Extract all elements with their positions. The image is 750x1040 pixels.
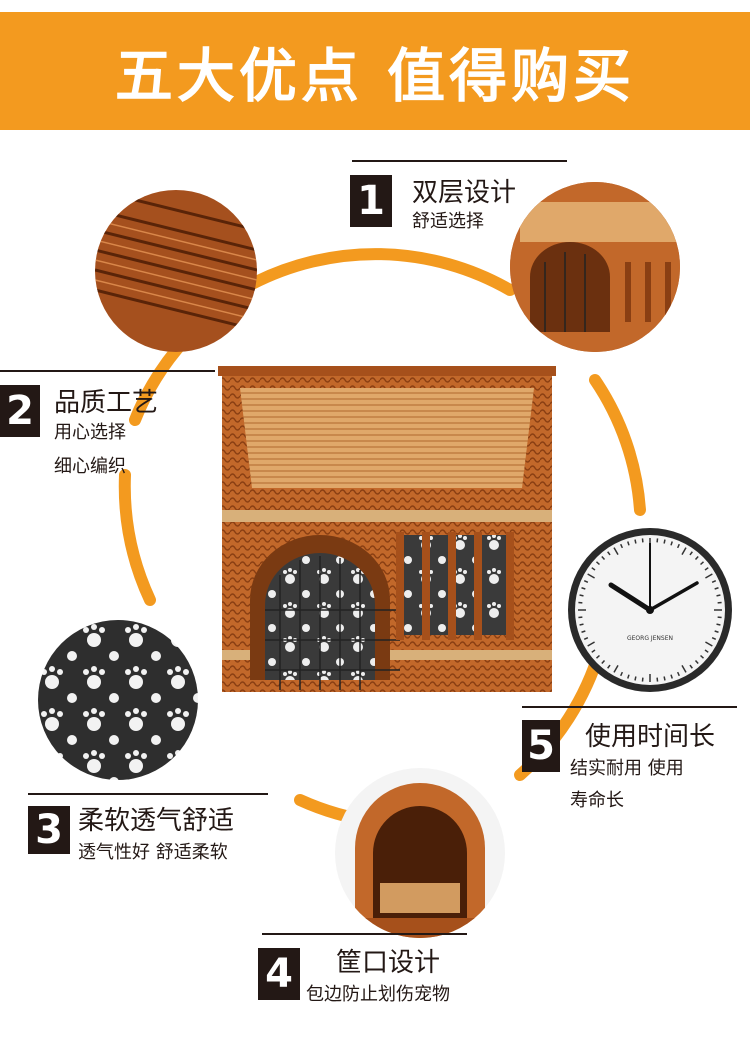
clock-tick — [705, 573, 713, 579]
basket-opening-image — [335, 768, 505, 938]
feature-2-number: 2 — [0, 385, 40, 437]
clock-tick — [711, 636, 717, 640]
feature-4-desc: 包边防止划伤宠物 — [306, 984, 450, 1005]
clock-tick — [716, 623, 721, 626]
clock-brand-label: GEORG JENSEN — [627, 635, 673, 642]
clock-tick — [705, 641, 713, 647]
clock-tick — [676, 671, 680, 677]
clock-tick — [607, 551, 611, 556]
clock-tick — [700, 654, 705, 659]
clock-tick — [583, 580, 589, 584]
feature-4-title: 筐口设计 — [336, 948, 441, 978]
clock-tick — [681, 665, 687, 673]
clock-tick — [595, 654, 600, 659]
feature-1-desc: 舒适选择 — [412, 211, 484, 232]
clock-tick — [711, 580, 717, 584]
clock-tick — [581, 587, 586, 590]
clock-tick — [670, 541, 673, 546]
clock-tick — [587, 641, 595, 647]
feature-4-rule — [262, 933, 467, 935]
feature-5-number: 5 — [522, 720, 560, 772]
feature-1-number: 1 — [350, 175, 392, 227]
clock-tick — [714, 587, 719, 590]
clock-tick — [704, 567, 709, 571]
clock-tick — [583, 636, 589, 640]
paw-print-cushion-image — [38, 620, 198, 780]
feature-2-title: 品质工艺 — [54, 388, 159, 418]
feature-5-desc-line-2: 寿命长 — [570, 790, 624, 811]
clock-tick — [716, 594, 721, 597]
clock-tick — [681, 547, 687, 555]
clock-tick — [689, 551, 693, 556]
clock-tick — [700, 561, 705, 566]
clock-tick — [581, 630, 586, 633]
feature-1-title: 双层设计 — [412, 178, 517, 208]
clock-tick — [714, 630, 719, 633]
clock-tick — [613, 665, 619, 673]
feature-2-desc-line-1: 用心选择 — [54, 422, 126, 443]
clock-tick — [591, 567, 596, 571]
clock-tick — [579, 594, 584, 597]
feature-3-title: 柔软透气舒适 — [78, 806, 235, 836]
clock-tick — [601, 555, 606, 560]
clock-tick — [663, 539, 666, 544]
clock-tick — [670, 674, 673, 679]
feature-3-number: 3 — [28, 806, 70, 854]
feature-3-rule — [28, 793, 268, 795]
clock-tick — [591, 649, 596, 653]
clock-tick — [607, 664, 611, 669]
banner-title: 五大优点 值得购买 — [114, 42, 636, 110]
wall-clock-image: GEORG JENSEN — [568, 528, 732, 692]
clock-tick — [620, 543, 624, 549]
feature-4-number: 4 — [258, 948, 300, 1000]
clock-tick — [613, 547, 619, 555]
clock-tick — [634, 539, 637, 544]
wicker-pet-house-image — [218, 366, 556, 692]
clock-tick — [694, 555, 699, 560]
clock-tick — [595, 561, 600, 566]
clock-tick — [704, 649, 709, 653]
feature-2-rule — [0, 370, 215, 372]
clock-tick — [627, 674, 630, 679]
clock-tick — [620, 671, 624, 677]
clock-tick — [676, 543, 680, 549]
feature-5-desc-line-1: 结实耐用 使用 — [570, 758, 684, 779]
feature-5-rule — [522, 706, 737, 708]
clock-tick — [694, 660, 699, 665]
clock-tick — [579, 623, 584, 626]
clock-tick — [601, 660, 606, 665]
wicker-weave-closeup-image — [95, 190, 257, 352]
clock-tick — [663, 676, 666, 681]
feature-1-rule — [352, 160, 567, 162]
feature-5-title: 使用时间长 — [585, 722, 716, 752]
clock-tick — [627, 541, 630, 546]
clock-tick — [587, 573, 595, 579]
double-layer-detail-image — [510, 182, 680, 352]
top-banner: 五大优点 值得购买 — [0, 12, 750, 130]
feature-2-desc-line-2: 细心编织 — [54, 456, 126, 477]
clock-tick — [689, 664, 693, 669]
feature-3-desc: 透气性好 舒适柔软 — [78, 842, 228, 863]
clock-tick — [634, 676, 637, 681]
